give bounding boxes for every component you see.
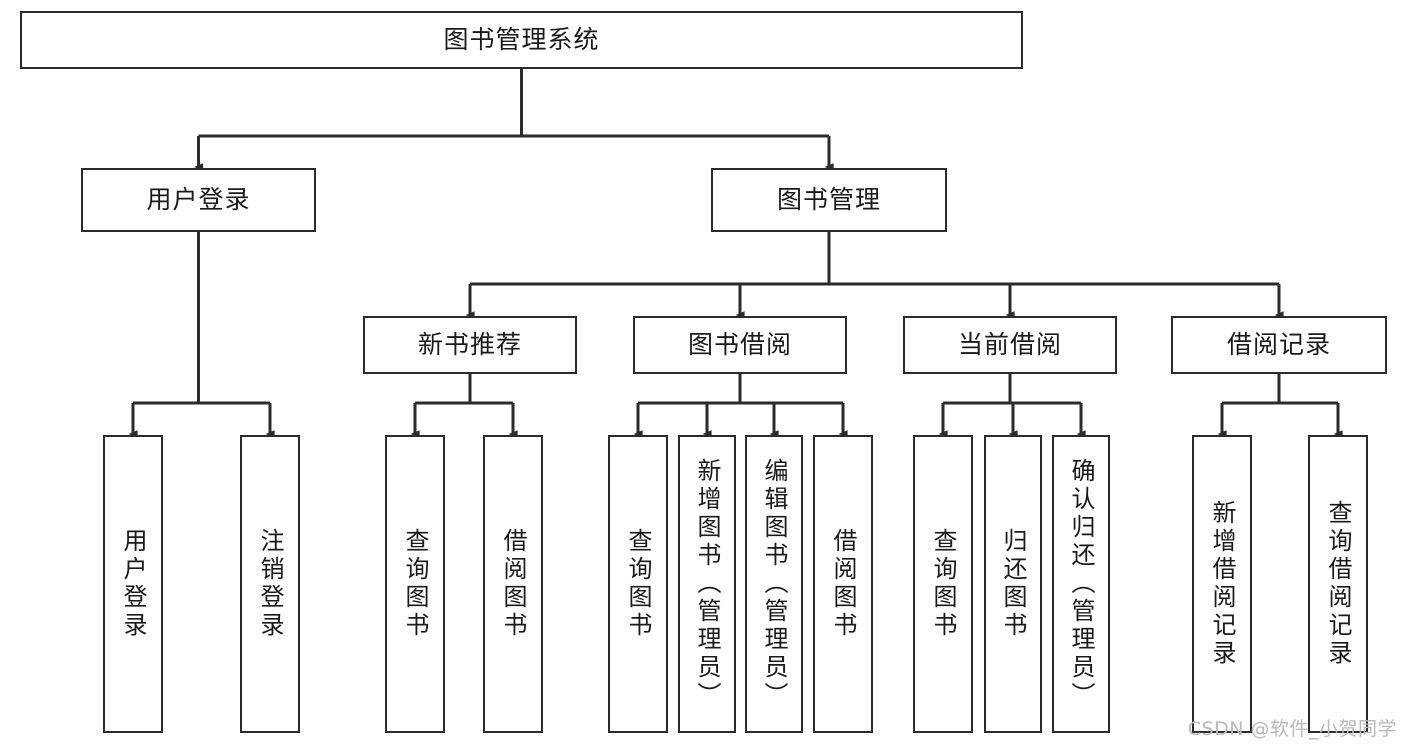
node-leaf-edit-book[interactable]: 编辑图书（管理员） xyxy=(745,435,803,733)
node-leaf-query-book-rec-label: 查询图书 xyxy=(401,528,429,640)
node-leaf-add-book[interactable]: 新增图书（管理员） xyxy=(678,435,736,733)
node-borrow-record[interactable]: 借阅记录 xyxy=(1171,316,1387,374)
node-borrow-record-label: 借阅记录 xyxy=(1226,330,1331,360)
node-leaf-query-book-cur[interactable]: 查询图书 xyxy=(913,435,973,733)
node-user-login[interactable]: 用户登录 xyxy=(81,168,316,232)
node-leaf-query-record-label: 查询借阅记录 xyxy=(1324,500,1352,668)
node-leaf-query-book-borrow-label: 查询图书 xyxy=(624,528,652,640)
node-new-book-recommend[interactable]: 新书推荐 xyxy=(363,316,577,374)
node-leaf-borrow-book-label: 借阅图书 xyxy=(829,528,857,640)
node-leaf-return-book-label: 归还图书 xyxy=(999,528,1027,640)
node-leaf-borrow-book-rec-label: 借阅图书 xyxy=(499,528,527,640)
node-leaf-query-book-cur-label: 查询图书 xyxy=(929,528,957,640)
node-leaf-confirm-return[interactable]: 确认归还（管理员） xyxy=(1052,435,1110,733)
node-leaf-logout-label: 注销登录 xyxy=(256,528,284,640)
node-new-book-recommend-label: 新书推荐 xyxy=(417,330,522,360)
node-leaf-user-login-label: 用户登录 xyxy=(119,528,147,640)
node-book-manage[interactable]: 图书管理 xyxy=(711,168,947,232)
node-leaf-borrow-book-rec[interactable]: 借阅图书 xyxy=(483,435,543,733)
node-leaf-add-record[interactable]: 新增借阅记录 xyxy=(1192,435,1252,733)
node-leaf-edit-book-label: 编辑图书（管理员） xyxy=(760,458,788,710)
node-leaf-return-book[interactable]: 归还图书 xyxy=(984,435,1042,733)
node-book-manage-label: 图书管理 xyxy=(776,185,881,215)
node-leaf-add-book-label: 新增图书（管理员） xyxy=(693,458,721,710)
node-root-label: 图书管理系统 xyxy=(443,25,600,55)
node-current-borrow-label: 当前借阅 xyxy=(957,330,1062,360)
node-leaf-query-record[interactable]: 查询借阅记录 xyxy=(1308,435,1368,733)
node-leaf-query-book-rec[interactable]: 查询图书 xyxy=(385,435,445,733)
node-root[interactable]: 图书管理系统 xyxy=(20,11,1023,69)
node-leaf-query-book-borrow[interactable]: 查询图书 xyxy=(608,435,668,733)
node-book-borrow[interactable]: 图书借阅 xyxy=(633,316,847,374)
node-leaf-logout[interactable]: 注销登录 xyxy=(240,435,300,733)
node-leaf-add-record-label: 新增借阅记录 xyxy=(1208,500,1236,668)
node-user-login-label: 用户登录 xyxy=(146,185,251,215)
node-leaf-borrow-book[interactable]: 借阅图书 xyxy=(813,435,873,733)
node-current-borrow[interactable]: 当前借阅 xyxy=(903,316,1117,374)
node-leaf-user-login[interactable]: 用户登录 xyxy=(103,435,163,733)
watermark: CSDN @软件_小贺同学 xyxy=(1187,718,1397,740)
node-leaf-confirm-return-label: 确认归还（管理员） xyxy=(1067,458,1095,710)
node-book-borrow-label: 图书借阅 xyxy=(687,330,792,360)
